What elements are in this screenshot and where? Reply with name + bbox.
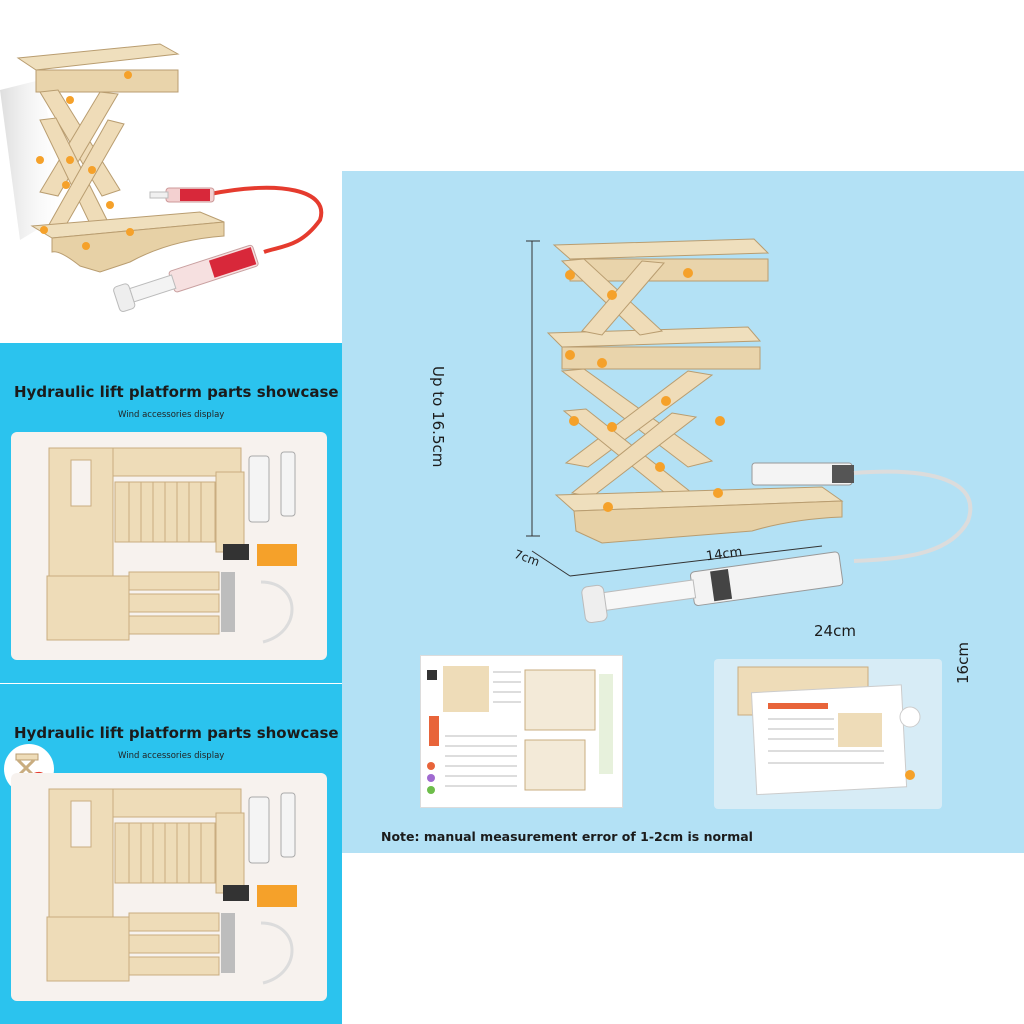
packaged-kit-image xyxy=(714,659,942,809)
product-dimension-illustration xyxy=(492,231,992,631)
measurement-note: Note: manual measurement error of 1-2cm … xyxy=(381,829,753,844)
instruction-sheet-image xyxy=(420,655,623,808)
parts-showcase-panel-2: Hydraulic lift platform parts showcase W… xyxy=(0,684,342,1024)
dimensions-panel: Up to 16.5cm 7cm 14cm 24cm 16cm xyxy=(342,171,1024,853)
syringe-length-label: 24cm xyxy=(814,622,856,640)
package-height-label: 16cm xyxy=(954,642,972,684)
height-dimension-label: Up to 16.5cm xyxy=(429,366,447,468)
parts-card xyxy=(11,432,327,660)
panel-title: Hydraulic lift platform parts showcase xyxy=(14,724,339,742)
product-photo-top xyxy=(0,0,340,340)
parts-showcase-panel-1: Hydraulic lift platform parts showcase W… xyxy=(0,343,342,683)
parts-card xyxy=(11,773,327,1001)
panel-title: Hydraulic lift platform parts showcase xyxy=(14,383,339,401)
panel-subtitle: Wind accessories display xyxy=(118,410,225,420)
panel-subtitle: Wind accessories display xyxy=(118,751,225,761)
